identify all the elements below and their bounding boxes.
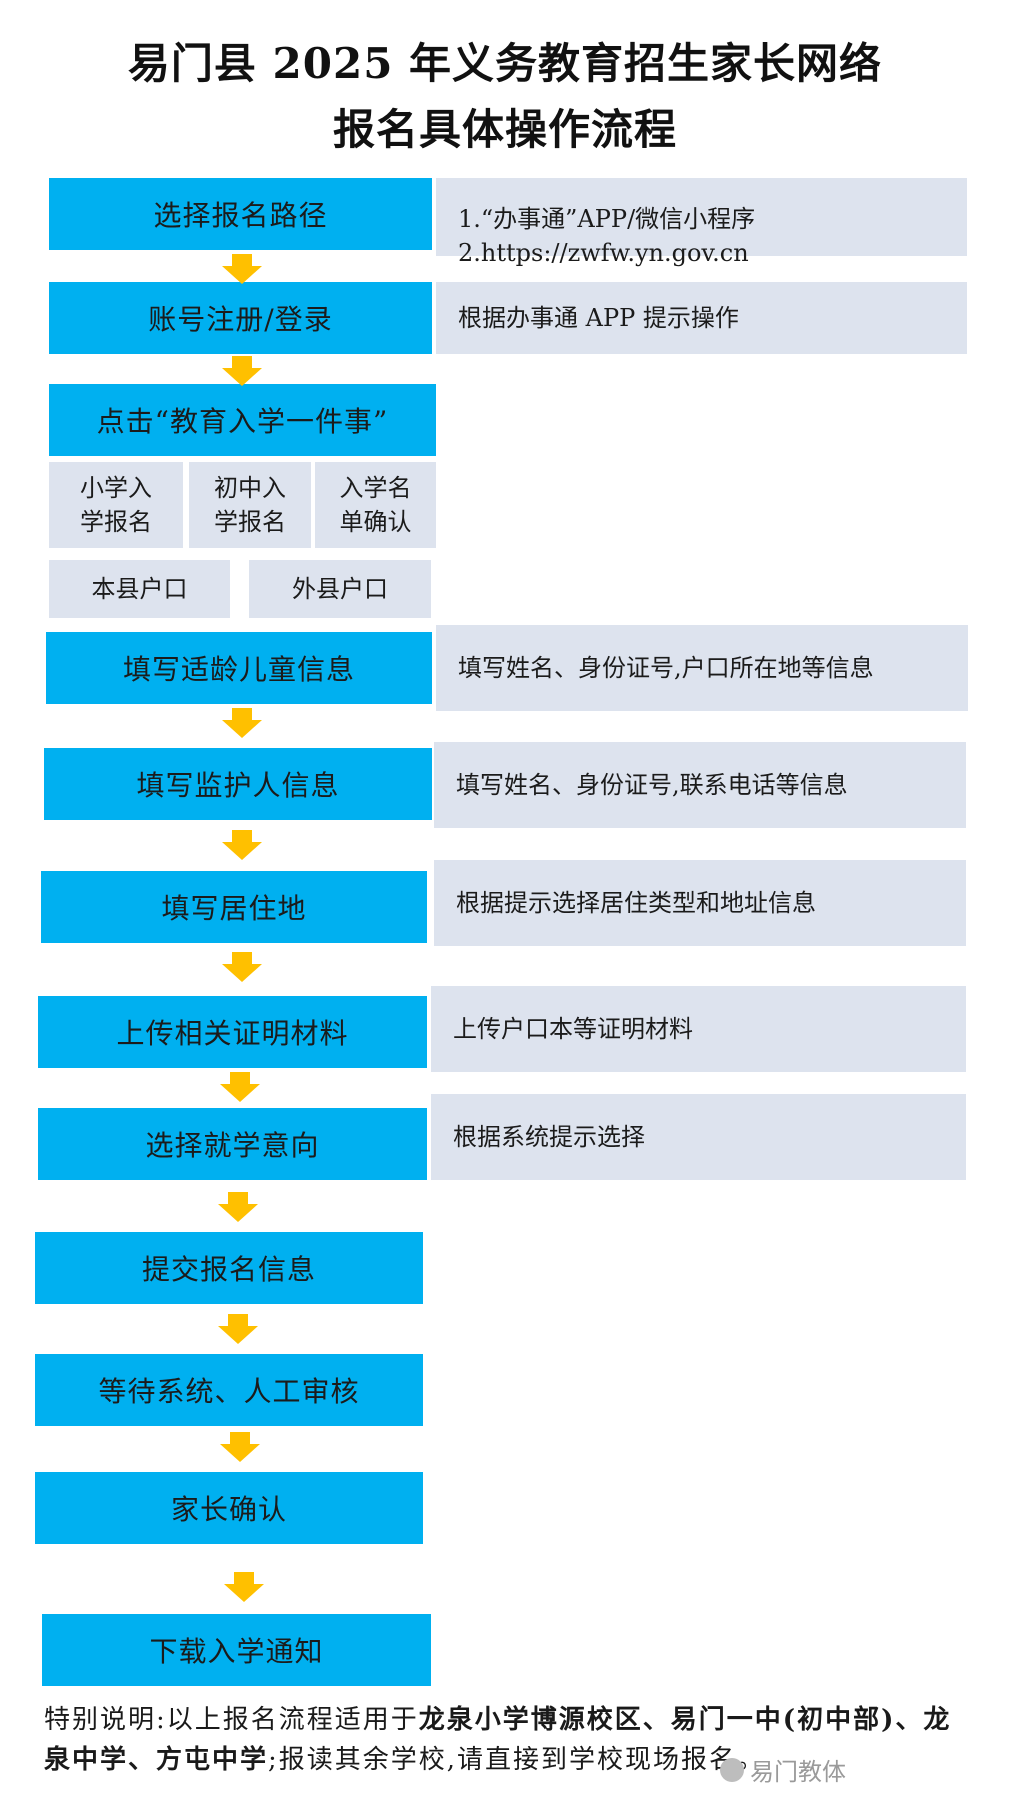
step-submit-info: 提交报名信息 <box>35 1232 423 1304</box>
desc-upload-materials: 上传户口本等证明材料 <box>431 986 966 1072</box>
down-arrow-icon <box>220 1432 260 1462</box>
option-confirm-text-2: 单确认 <box>339 508 412 536</box>
down-arrow-icon <box>220 1072 260 1102</box>
step-upload-materials: 上传相关证明材料 <box>38 996 427 1068</box>
option-local-hukou: 本县户口 <box>49 560 230 618</box>
down-arrow-icon <box>222 254 262 284</box>
desc-path-line-1: 1.“办事通”APP/微信小程序 <box>458 205 756 233</box>
down-arrow-icon <box>222 952 262 982</box>
desc-guardian-info-text: 填写姓名、身份证号,联系电话等信息 <box>456 771 848 799</box>
desc-login-text: 根据办事通 APP 提示操作 <box>458 304 739 332</box>
note-prefix: 特别说明:以上报名流程适用于 <box>44 1705 419 1735</box>
page-title-line-1: 易门县 2025 年义务教育招生家长网络 <box>127 39 883 88</box>
step-account-login: 账号注册/登录 <box>49 282 432 354</box>
watermark: 易门教体 <box>720 1752 846 1787</box>
desc-intention-text: 根据系统提示选择 <box>453 1123 645 1151</box>
step-residence: 填写居住地 <box>41 871 427 943</box>
desc-residence-text: 根据提示选择居住类型和地址信息 <box>456 889 816 917</box>
note-schools: 龙泉小学博源校区、易门一中(初中部)、龙泉中学、方屯中学 <box>44 1705 952 1775</box>
desc-school-intention: 根据系统提示选择 <box>431 1094 966 1180</box>
down-arrow-icon <box>222 708 262 738</box>
step-download-notice: 下载入学通知 <box>42 1614 431 1686</box>
desc-account-login: 根据办事通 APP 提示操作 <box>436 282 967 354</box>
option-junior-text-1: 初中入 <box>214 474 286 502</box>
down-arrow-icon <box>218 1192 258 1222</box>
option-other-hukou: 外县户口 <box>249 560 431 618</box>
option-junior-text-2: 学报名 <box>214 508 286 536</box>
step-choose-path: 选择报名路径 <box>49 178 432 250</box>
option-primary-enrollment: 小学入学报名 <box>49 462 183 548</box>
down-arrow-icon <box>218 1314 258 1344</box>
desc-choose-path: 1.“办事通”APP/微信小程序 2.https://zwfw.yn.gov.c… <box>436 178 967 267</box>
step-guardian-info: 填写监护人信息 <box>44 748 432 820</box>
watermark-text: 易门教体 <box>750 1758 846 1786</box>
wechat-logo-icon <box>720 1757 744 1782</box>
desc-residence: 根据提示选择居住类型和地址信息 <box>434 860 966 946</box>
page-title-line-2: 报名具体操作流程 <box>332 105 677 154</box>
option-primary-text-1: 小学入 <box>80 474 152 502</box>
step-parent-confirm: 家长确认 <box>35 1472 423 1544</box>
note-suffix: ;报读其余学校,请直接到学校现场报名。 <box>268 1745 766 1775</box>
option-enrollment-confirm: 入学名单确认 <box>315 462 436 548</box>
step-school-intention: 选择就学意向 <box>38 1108 427 1180</box>
down-arrow-icon <box>222 356 262 386</box>
step-click-education: 点击“教育入学一件事” <box>49 384 436 456</box>
desc-path-line-2: 2.https://zwfw.yn.gov.cn <box>458 239 749 267</box>
step-child-info: 填写适龄儿童信息 <box>46 632 432 704</box>
down-arrow-icon <box>224 1572 264 1602</box>
down-arrow-icon <box>222 830 262 860</box>
desc-child-info: 填写姓名、身份证号,户口所在地等信息 <box>436 625 968 711</box>
option-primary-text-2: 学报名 <box>80 508 152 536</box>
desc-guardian-info: 填写姓名、身份证号,联系电话等信息 <box>434 742 966 828</box>
desc-upload-text: 上传户口本等证明材料 <box>453 1015 693 1043</box>
option-confirm-text-1: 入学名 <box>339 474 412 502</box>
option-junior-enrollment: 初中入学报名 <box>189 462 311 548</box>
desc-child-info-text: 填写姓名、身份证号,户口所在地等信息 <box>458 654 874 682</box>
step-wait-review: 等待系统、人工审核 <box>35 1354 423 1426</box>
special-note: 特别说明:以上报名流程适用于龙泉小学博源校区、易门一中(初中部)、龙泉中学、方屯… <box>44 1700 974 1780</box>
